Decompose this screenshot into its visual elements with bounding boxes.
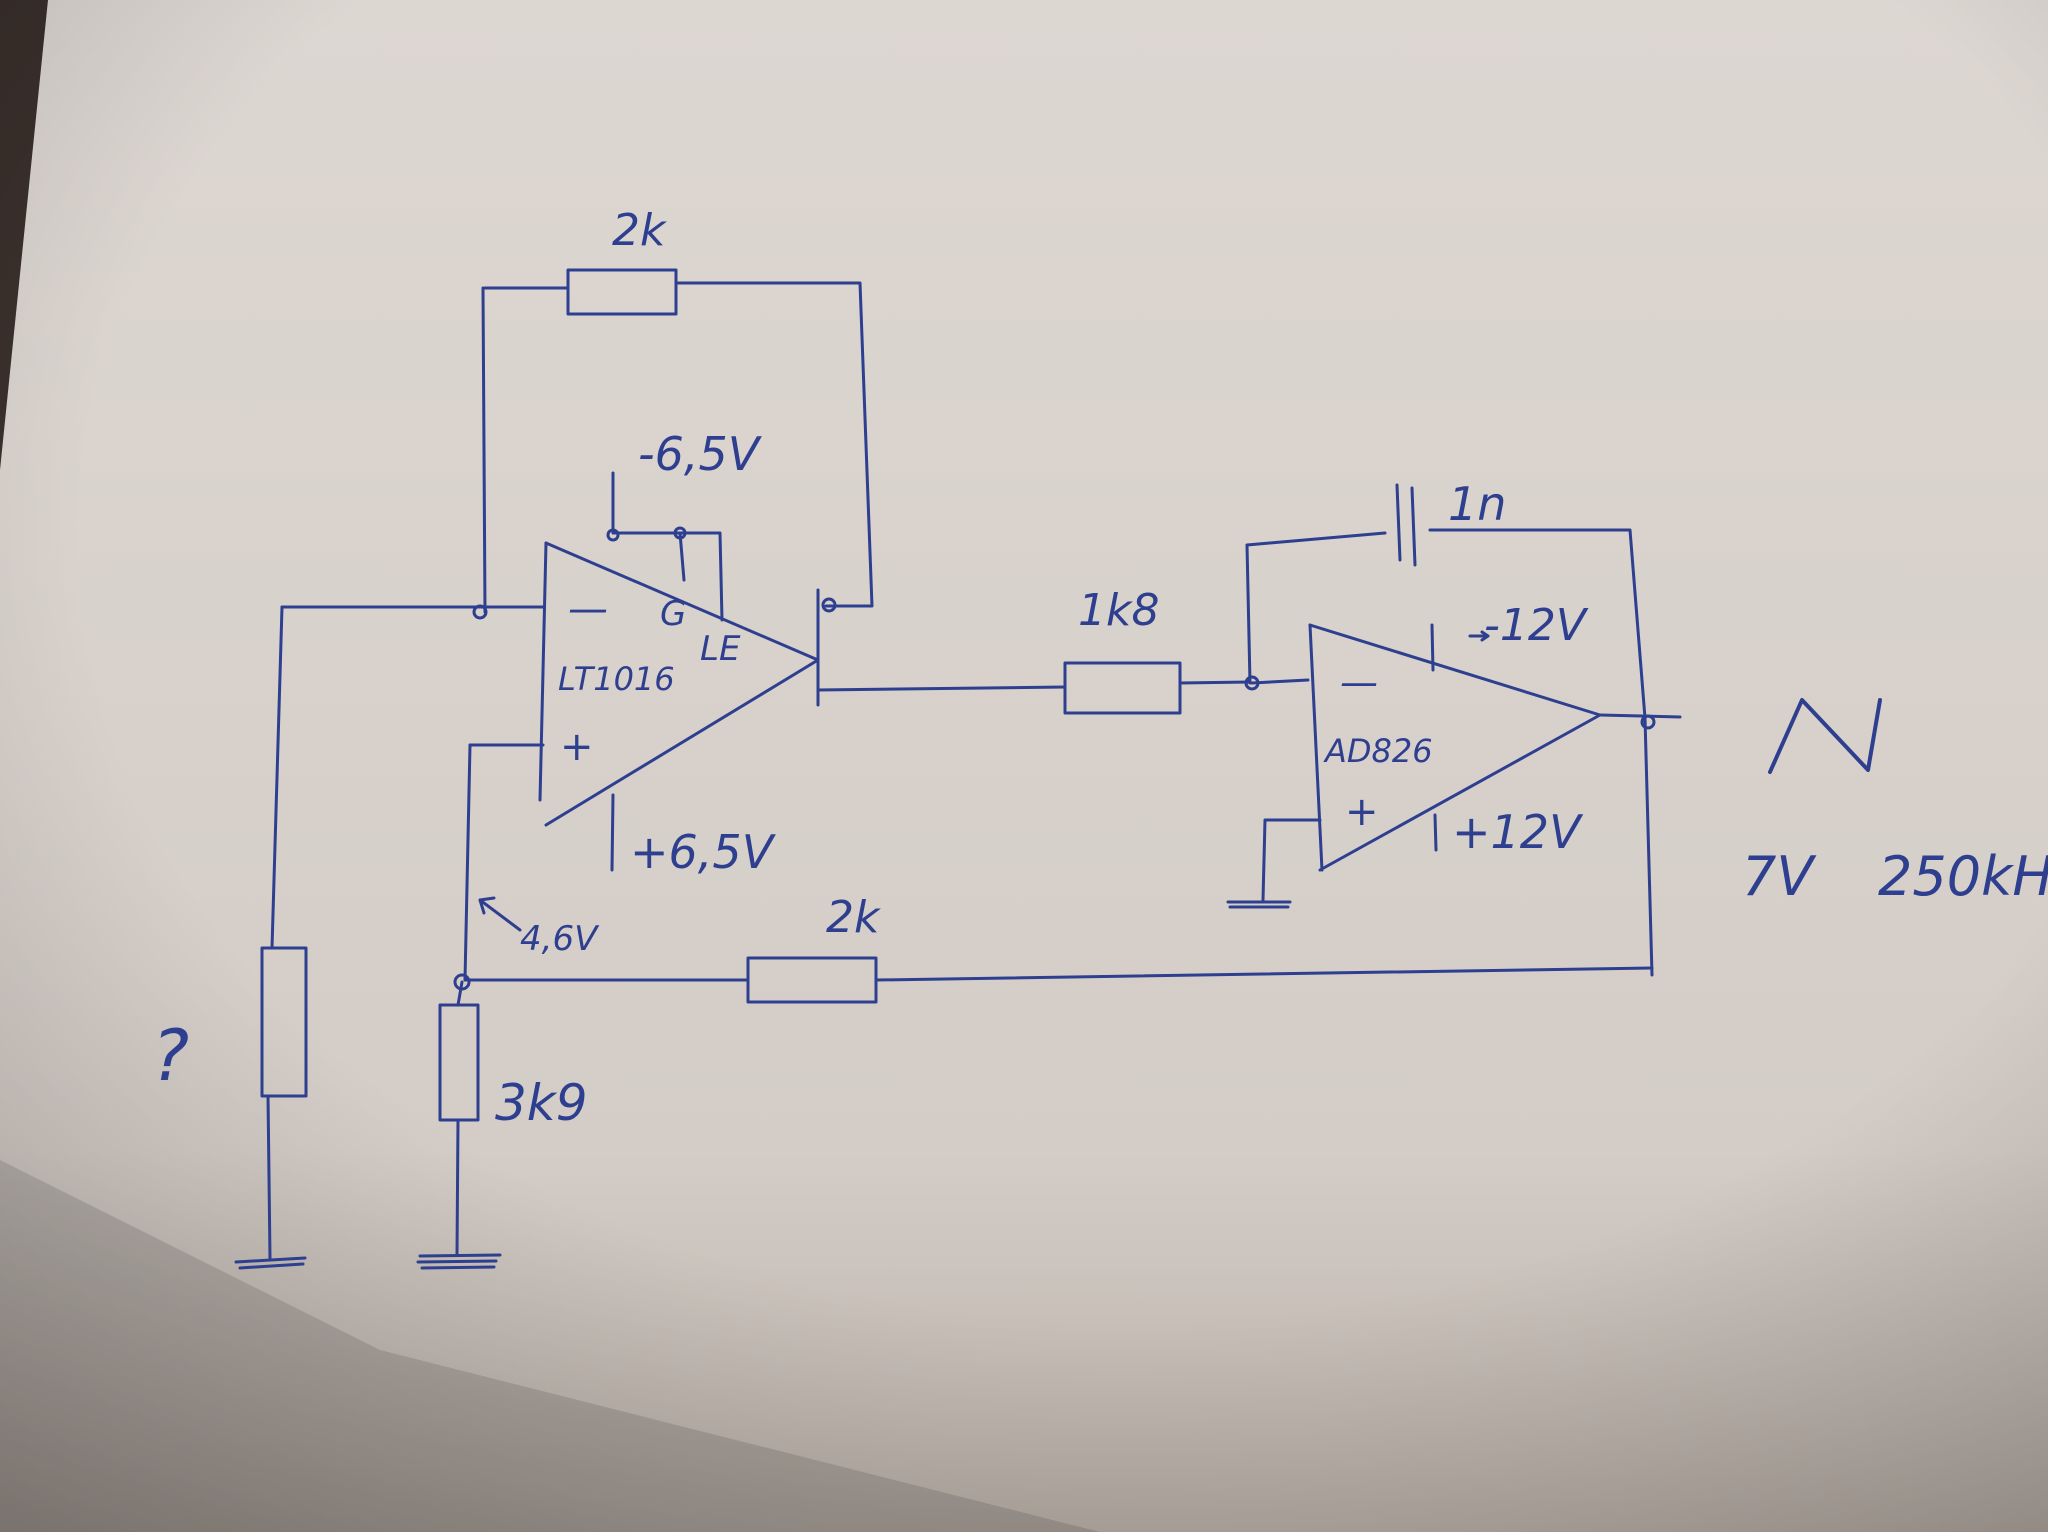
comparator-plus-drop xyxy=(463,743,472,982)
resistor-1k8 xyxy=(1063,661,1182,715)
waveform-sawtooth-icon xyxy=(1768,698,1882,774)
label-comparator-plus: + xyxy=(560,724,594,770)
label-4v6: 4,6V xyxy=(520,919,600,959)
comparator-left-bar xyxy=(538,541,548,802)
integrator-neg-supply xyxy=(1430,623,1435,672)
cap-plate-left xyxy=(1395,483,1402,562)
label-7v: 7V xyxy=(1742,845,1817,908)
wire-bottom-return xyxy=(875,966,1654,982)
wire-top-feedback-right xyxy=(674,281,874,608)
wire-1k8-to-node xyxy=(1178,680,1252,685)
g-le-bracket xyxy=(611,531,724,622)
node-output xyxy=(1640,714,1656,730)
pos-supply-stub xyxy=(610,793,615,872)
cap-plate-right xyxy=(1410,486,1417,567)
label-unknown: ? xyxy=(152,1015,189,1097)
wire-output-to-1k8 xyxy=(816,685,1067,692)
wire-left-down xyxy=(270,605,284,950)
threshold-arrow xyxy=(478,896,522,932)
label-integrator-minus: — xyxy=(1340,660,1378,704)
schematic-labels: 2k -6,5V G LE — LT1016 + +6,5V 1k8 1n -1… xyxy=(152,205,2048,1132)
integrator-plus-to-ground xyxy=(1261,818,1322,902)
label-neg-6v5: -6,5V xyxy=(638,427,763,481)
wire-unknown-to-ground xyxy=(266,1094,272,1260)
label-250khz: 250kH xyxy=(1878,845,2048,908)
wire-cap-right xyxy=(1428,528,1647,720)
wire-feedback-down xyxy=(481,286,487,614)
resistor-unknown xyxy=(260,946,308,1098)
resistor-2k-top xyxy=(566,268,678,316)
integrator-left-bar xyxy=(1308,623,1324,872)
label-pos-6v5: +6,5V xyxy=(630,825,777,879)
label-ad826: AD826 xyxy=(1323,732,1433,770)
ground-integrator xyxy=(1226,900,1292,909)
photo-shadow xyxy=(0,1160,1100,1532)
label-1k8: 1k8 xyxy=(1078,585,1159,636)
label-pos-12v: +12V xyxy=(1452,805,1584,859)
wire-to-3k9 xyxy=(456,980,464,1007)
wire-node-to-minus xyxy=(1250,678,1310,685)
integrator-pos-supply xyxy=(1433,813,1438,852)
label-2k-bottom: 2k xyxy=(826,892,881,943)
node-g xyxy=(673,526,687,540)
wire-output-down xyxy=(1643,716,1654,977)
label-2k-top: 2k xyxy=(612,205,667,256)
ground-unknown xyxy=(234,1256,307,1270)
label-3k9: 3k9 xyxy=(495,1074,588,1132)
wire-3k9-to-ground xyxy=(455,1118,460,1257)
label-1n: 1n xyxy=(1448,477,1506,531)
wire-cap-left xyxy=(1245,531,1387,685)
label-pin-le: LE xyxy=(700,629,741,669)
label-neg-12v: -12V xyxy=(1484,600,1589,651)
integrator-neg-arrow xyxy=(1468,630,1490,642)
wire-integrator-output xyxy=(1598,713,1682,719)
node-neg-supply xyxy=(606,528,620,542)
label-integrator-plus: + xyxy=(1345,789,1379,835)
label-comparator-minus: — xyxy=(568,586,608,632)
ground-3k9 xyxy=(416,1253,502,1270)
label-lt1016: LT1016 xyxy=(558,660,675,698)
label-pin-g: G xyxy=(660,594,686,634)
output-q-bubble xyxy=(821,597,837,613)
g-pin-wire xyxy=(678,531,686,582)
schematic-wiring xyxy=(234,268,1882,1270)
